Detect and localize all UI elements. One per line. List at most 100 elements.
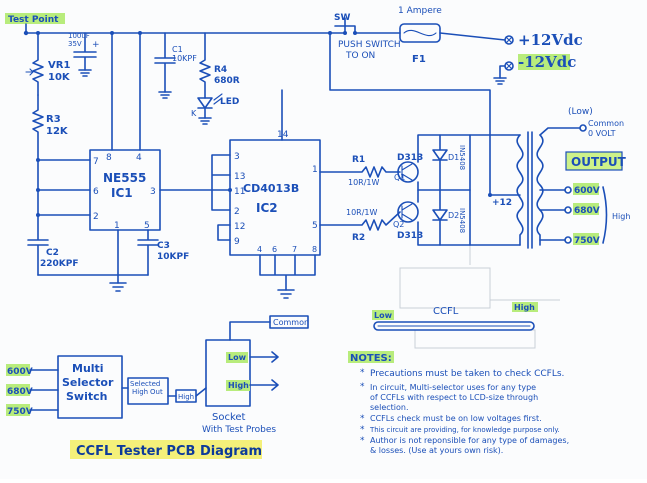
ic1-pin8: 8	[106, 153, 112, 163]
ic1-pin5: 5	[144, 221, 150, 231]
ic1-pin4: 4	[136, 153, 142, 163]
output-750v: 750V	[574, 236, 600, 246]
c3-symbol	[137, 229, 159, 276]
d1-diode	[432, 134, 448, 191]
ic1-pin1: 1	[114, 221, 120, 231]
tester-input-wires	[29, 369, 59, 411]
d2-diode	[432, 189, 448, 246]
bridge-to-transformer-wires	[417, 134, 521, 246]
notes-heading: NOTES:	[350, 353, 392, 364]
common-tag-label: Common	[273, 318, 309, 327]
r1-resistor	[319, 166, 401, 178]
multi-label: Multi	[72, 362, 104, 375]
ic2-pin5: 5	[312, 221, 318, 231]
c1-value: 10KPF	[172, 54, 197, 63]
primary-winding	[516, 134, 524, 246]
d2-label: D2	[448, 211, 459, 220]
ic2-name: CD4013B	[243, 182, 299, 195]
socket-high-label: High	[228, 381, 249, 390]
q2-label: Q2	[393, 220, 404, 229]
led-symbol	[197, 97, 213, 119]
c3-label: C3	[157, 241, 170, 251]
power-section: Test Point SW PUSH SWITCH TO ON 1 Ampere…	[5, 6, 583, 196]
ccfl-lamp: Low High CCFL	[372, 302, 538, 331]
note-5a: Author is not reponsible for any type of…	[370, 436, 569, 445]
push-switch-label: PUSH SWITCH	[338, 40, 401, 50]
socket-probe-arrows	[249, 351, 279, 391]
driver-stage: R1 10R/1W 10R/1W R2 D313 Q1 Q2 D313 D1 D…	[319, 134, 521, 246]
c-electrolytic-voltage: 35V	[68, 40, 82, 48]
selector-label: Selector	[62, 376, 114, 389]
socket-low-label: Low	[228, 353, 247, 362]
vr1-resistor	[32, 32, 44, 96]
ic2-pin1: 1	[312, 165, 318, 175]
ic2-pin11: 11	[234, 187, 245, 197]
d2-part: IN5408	[458, 208, 466, 233]
timing-network: VR1 10K R3 12K 100uF 35V + C1 10KPF R4 6…	[25, 32, 240, 292]
note-3: CCFLs check must be on low voltages firs…	[370, 414, 542, 423]
r1-label: R1	[352, 155, 365, 165]
svg-text:*: *	[360, 368, 365, 378]
ic2-ground-wires	[259, 254, 316, 291]
note-2b: of CCFLs with respect to LCD-size throug…	[370, 393, 538, 402]
c1-symbol	[154, 32, 176, 93]
output-zero-volt: 0 VOLT	[588, 129, 616, 138]
high-out-out: Out	[150, 388, 163, 396]
ic2-pin6: 6	[272, 245, 277, 254]
transformer-block: +12 (Low) Common 0 VOLT OUTPUT 600V 680V…	[488, 107, 630, 249]
background-ghosting	[399, 240, 560, 349]
r3-value: 12K	[46, 126, 69, 137]
high-tag-label: High	[178, 393, 194, 401]
ic2-block: CD4013B IC2 14 3 13 11 2 12 9 1 5 4 6 7 …	[211, 89, 321, 299]
diagram-title: CCFL Tester PCB Diagram	[76, 444, 262, 459]
ic2-pin8: 8	[312, 245, 317, 254]
d313-bot-label: D313	[397, 231, 423, 241]
tap-wires	[539, 189, 566, 241]
svg-text:*: *	[360, 425, 365, 435]
common-to-socket-wire	[229, 321, 271, 341]
c-electrolytic-value: 100uF	[68, 32, 90, 40]
r1-value: 10R/1W	[348, 178, 380, 187]
note-5b: & losses. (Use at yours own risk).	[370, 446, 503, 455]
output-600v: 600V	[574, 186, 600, 196]
svg-text:*: *	[360, 382, 365, 392]
neg-supply-label: -12Vdc	[518, 53, 576, 71]
ic2-pin14: 14	[277, 130, 289, 140]
pos-terminal	[504, 35, 514, 45]
fuse-label: F1	[412, 54, 426, 65]
ic2-pin2: 2	[234, 207, 240, 217]
push-switch-symbol	[334, 17, 356, 34]
high-to-socket-wire	[195, 387, 207, 397]
pin6-pin2-wire	[37, 159, 91, 216]
q1-transistor	[397, 161, 419, 183]
d1-part: IN5408	[458, 145, 466, 170]
svg-text:*: *	[360, 436, 365, 446]
output-high-label: High	[612, 212, 630, 221]
c1-label: C1	[172, 45, 183, 54]
vr1-label: VR1	[48, 60, 70, 71]
note-2a: In circuit, Multi-selector uses for any …	[370, 383, 536, 392]
ccfl-tube	[373, 321, 535, 331]
r3-resistor	[32, 94, 44, 161]
ic2-pin9: 9	[234, 237, 240, 247]
tester-section: 600V 680V 750V Multi Selector Switch Sel…	[6, 315, 309, 435]
switch-label: SW	[334, 13, 350, 23]
d313-top-label: D313	[397, 153, 423, 163]
ccfl-low-label: Low	[374, 311, 393, 320]
secondary-winding	[536, 134, 544, 246]
multi-selector-box	[57, 355, 123, 419]
output-680v: 680V	[574, 206, 600, 216]
r4-resistor	[199, 32, 211, 99]
ic2-body	[229, 139, 321, 256]
socket-probes-label: With Test Probes	[202, 425, 276, 435]
tester-in-600v: 600V	[7, 367, 33, 377]
selected-high-out-box	[127, 377, 169, 405]
socket-label: Socket	[212, 412, 246, 423]
c3-value: 10KPF	[157, 252, 189, 262]
ic2-pin3: 3	[234, 152, 240, 162]
k-label: K	[191, 109, 197, 118]
plus12-label: +12	[492, 198, 512, 208]
note-4: This circuit are providing, for knowledg…	[369, 426, 560, 434]
pos-supply-label: +12Vdc	[518, 31, 583, 49]
